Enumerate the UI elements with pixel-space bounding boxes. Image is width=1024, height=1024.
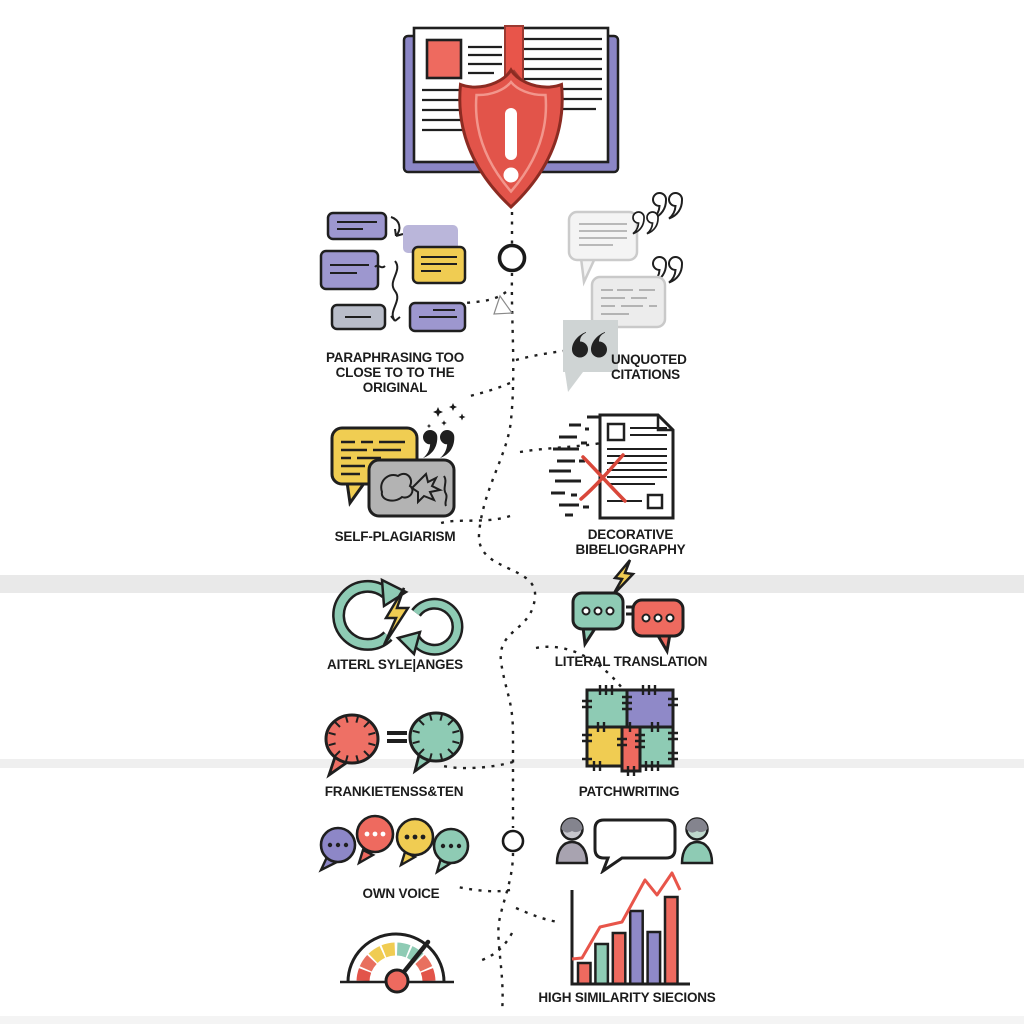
equals-sign [387, 731, 407, 743]
scattered-text-dashes [549, 415, 599, 517]
people-conversation-icon [555, 817, 714, 874]
branch-left-5 [457, 885, 511, 893]
tilde-mark [374, 264, 386, 269]
book-warning-shield-icon [402, 25, 620, 210]
green-bubble [432, 827, 470, 875]
purple-bubble [318, 826, 357, 873]
red-dots-bubble [631, 598, 685, 656]
label-patchwriting: PATCHWRITING [578, 784, 680, 799]
red-stitched-bubble [324, 713, 380, 779]
right-circular-arrow [395, 597, 464, 657]
background-band [0, 1016, 1024, 1024]
chart-axes [570, 890, 690, 986]
lightning-bolt [382, 587, 411, 646]
timeline-node-bottom [501, 829, 525, 853]
timeline-node-top [497, 243, 527, 273]
gauge-outer-arc [346, 932, 446, 983]
empty-speech-bubble [593, 818, 677, 874]
gauge-hub [384, 968, 410, 994]
exclamation-dot [503, 167, 519, 183]
branch-right-2 [519, 436, 623, 454]
outline-quote-pair-top [652, 191, 683, 220]
recycle-lightning-icon [332, 577, 464, 657]
label-paraphrasing: PARAPHRASING TOO CLOSE TO TO THE ORIGINA… [325, 350, 465, 395]
scribble-box [367, 458, 456, 518]
squiggle-arrow [390, 260, 401, 322]
branch-right-4 [515, 906, 560, 924]
label-literal-translation: LITERAL TRANSLATION [554, 654, 708, 669]
red-bubble [355, 814, 395, 866]
big-quote-bubble [563, 320, 618, 392]
quote-bubbles-icon [563, 191, 683, 392]
stitch-ticks [582, 685, 678, 776]
label-self-plagiarism: SELF-PLAGIARISM [334, 529, 456, 544]
chart-bar [611, 931, 627, 986]
filled-open-quotes [572, 332, 607, 358]
translation-bubbles-icon [571, 559, 685, 656]
branch-right-3 [535, 645, 623, 689]
outline-quote-pair-mid [632, 211, 659, 235]
label-unquoted-citations: UNQUOTED CITATIONS [611, 352, 687, 382]
speech-scribble-icon [330, 403, 466, 518]
gray-speech-bubble-2 [590, 275, 667, 329]
sparkle-stars [426, 403, 466, 429]
curved-arrow [390, 216, 404, 237]
chart-bar [594, 942, 610, 986]
chart-bar [663, 895, 679, 986]
stitch-ticks [328, 715, 376, 763]
outline-quote-pair-low [652, 255, 683, 284]
similarity-chart-icon [570, 871, 690, 986]
branch-left-6 [476, 932, 514, 964]
person-left [555, 817, 589, 865]
label-high-similarity: HIGH SIMILARITY SIECIONS [538, 990, 716, 1005]
patchwork-icon [582, 685, 678, 776]
stitched-bubbles-icon [324, 711, 464, 779]
chart-bar [576, 961, 592, 986]
chart-bar [646, 930, 662, 986]
red-x-mark [579, 453, 627, 503]
stitch-ticks [412, 713, 460, 761]
yellow-bubble [395, 817, 435, 868]
page-image-block [425, 38, 463, 80]
trend-line [571, 871, 682, 961]
gray-speech-bubble-1 [567, 210, 639, 287]
label-style-changes: AITERL SYLE|ANGES [327, 657, 463, 672]
gauge-icon [340, 932, 454, 994]
background-band [0, 575, 1024, 593]
warning-shield [458, 67, 564, 210]
exclamation-bar [505, 108, 517, 160]
crossed-document-icon [549, 413, 675, 520]
label-own-voice: OWN VOICE [362, 886, 440, 901]
person-right [680, 817, 714, 865]
filled-close-quotes [423, 429, 455, 459]
green-dots-bubble [571, 591, 625, 649]
lightning-bolt [611, 559, 636, 596]
chart-bars [576, 895, 679, 986]
chart-bar [628, 909, 644, 986]
label-frankenstein-text: FRANKIETENSS&TEN [324, 784, 464, 799]
green-stitched-bubble [408, 711, 464, 775]
small-triangle-mark [493, 294, 514, 315]
left-circular-arrow [332, 577, 409, 651]
label-decorative-bibliography: DECORATIVE BIBELIOGRAPHY [575, 527, 686, 557]
paraphrase-blocks-icon [319, 211, 467, 333]
voice-bubbles-icon [318, 814, 470, 875]
